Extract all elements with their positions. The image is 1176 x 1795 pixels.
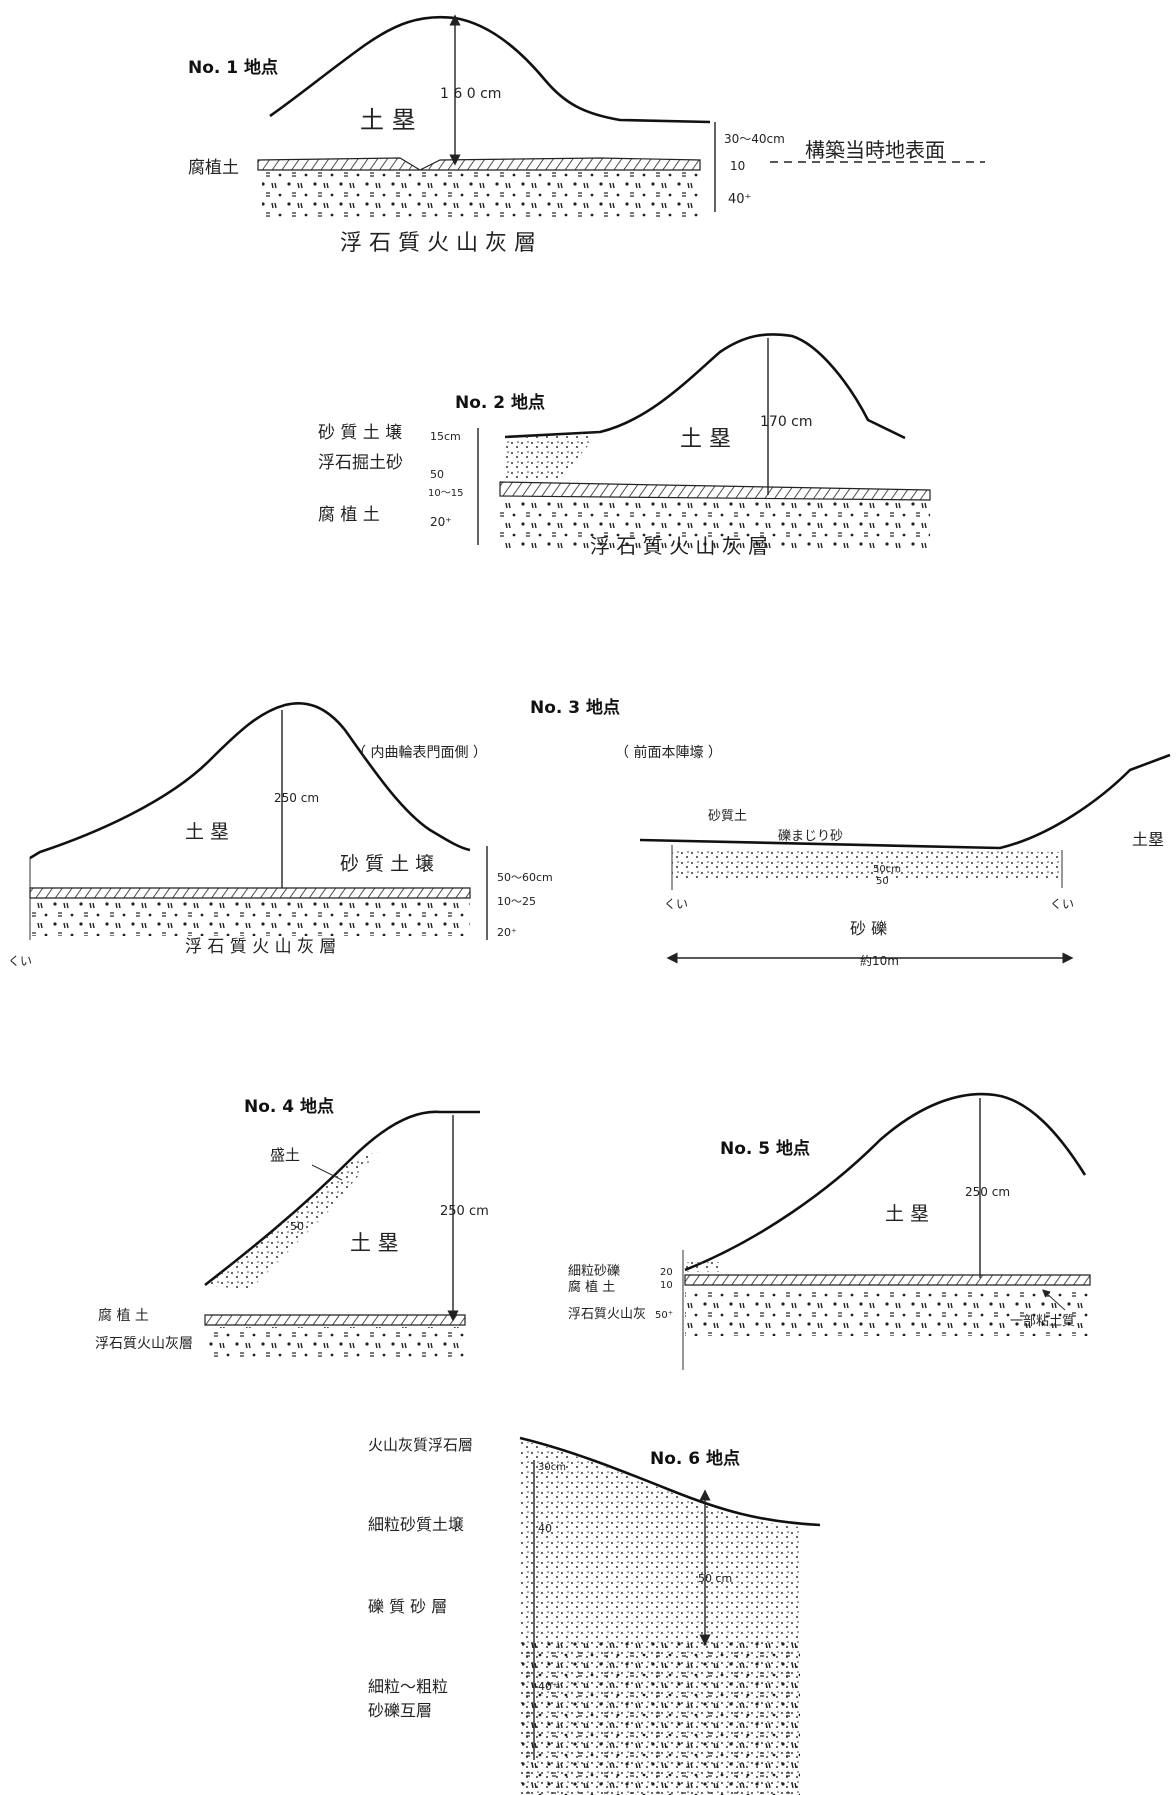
- site2-layer3: 腐 植 土: [318, 505, 380, 525]
- site3-depth3: 20⁺: [497, 926, 517, 939]
- site2-humus-layer: [499, 481, 931, 501]
- site2-layer1: 砂 質 土 壌: [318, 423, 402, 443]
- site5-layer1: 細粒砂礫: [568, 1263, 620, 1279]
- site2-pumice-fill: [505, 432, 600, 480]
- site4-fill-pointer: [311, 1164, 343, 1181]
- site3-depth1: 50～60cm: [497, 871, 553, 884]
- site3-subtitle-right: （ 前面本陣壕 ）: [615, 744, 722, 761]
- site6-title: No. 6 地点: [650, 1448, 740, 1469]
- site6-depth1: 30cm: [538, 1462, 566, 1473]
- site3-profile: No. 3 地点 くい 250 cm 土 塁 砂 質 土 壌 50～60cm 1…: [8, 697, 1171, 968]
- site4-title: No. 4 地点: [244, 1096, 334, 1117]
- site5-gravel-layer: [685, 1262, 720, 1272]
- site4-humus-layer: [204, 1314, 466, 1326]
- site1-ash-layer: [262, 172, 702, 222]
- site3-title: No. 3 地点: [530, 697, 620, 718]
- site5-depth2: 10: [660, 1280, 673, 1291]
- site5-depth3: 50⁺: [655, 1310, 673, 1321]
- site4-ash-layer: [205, 1327, 465, 1362]
- site4-humus-label: 腐 植 土: [98, 1307, 149, 1324]
- site3-gravel-label: 砂 礫: [850, 919, 887, 938]
- site5-title: No. 5 地点: [720, 1138, 810, 1159]
- site3-sandy2-label: 砂質土: [708, 809, 747, 824]
- site2-mound-outline: [504, 333, 906, 440]
- site5-mound-label: 土 塁: [885, 1203, 929, 1225]
- site1-title: No. 1 地点: [188, 57, 278, 78]
- site3-mound-label: 土 塁: [185, 821, 229, 843]
- site4-profile: No. 4 地点 盛土 50 250 cm 土 塁 腐 植 土 浮石質火山灰層: [95, 1096, 489, 1362]
- site5-profile: No. 5 地点 250 cm 土 塁 細粒砂礫 腐 植 土 浮石質火山灰 20…: [568, 1092, 1091, 1370]
- site6-layer4a: 細粒～粗粒: [368, 1677, 448, 1696]
- site2-height: 170 cm: [760, 414, 813, 430]
- site2-ash-layer: [500, 500, 930, 548]
- site4-fill-layer: [205, 1152, 378, 1290]
- site6-layer2: 細粒砂質土壌: [368, 1515, 464, 1534]
- site5-layer3: 浮石質火山灰: [568, 1307, 646, 1322]
- site4-ash-label: 浮石質火山灰層: [95, 1336, 193, 1352]
- site1-humus: 腐植土: [188, 158, 239, 178]
- site4-fill-label: 盛土: [270, 1146, 300, 1164]
- site5-humus-layer: [684, 1274, 1091, 1286]
- site3-depth5: 50: [876, 876, 889, 887]
- site1-humus-layer: [257, 157, 701, 171]
- site5-height: 250 cm: [965, 1185, 1010, 1199]
- site6-layer1: 火山灰質浮石層: [368, 1436, 473, 1454]
- site1-depth3: 40⁺: [728, 192, 751, 207]
- site1-mound-outline: [269, 15, 711, 124]
- site3-ash-label: 浮 石 質 火 山 灰 層: [185, 937, 336, 957]
- site2-depth3: 10～15: [428, 488, 463, 499]
- site3-humus-layer: [29, 887, 471, 899]
- site6-depth4: 40⁺: [538, 1680, 558, 1693]
- site6-layer3: 礫 質 砂 層: [368, 1597, 447, 1616]
- site6-layer4b: 砂礫互層: [368, 1701, 432, 1720]
- site3-gravel-layer: [672, 848, 1060, 880]
- site3-width: 約10m: [860, 953, 899, 968]
- site4-depth1: 50: [290, 1220, 304, 1233]
- site2-depth4: 20⁺: [430, 515, 452, 529]
- site3-sandy-label: 砂 質 土 壌: [340, 853, 434, 875]
- site5-mound-outline: [684, 1092, 1087, 1272]
- site6-depth2: 40: [538, 1522, 552, 1535]
- site1-depth2: 10: [730, 159, 745, 173]
- site3-ash-layer: [30, 900, 470, 936]
- site2-layer2: 浮石掘土砂: [318, 453, 403, 473]
- site3-depth2: 10～25: [497, 895, 536, 908]
- site5-part-label: 一部粘土質: [1010, 1314, 1075, 1329]
- site5-layer2: 腐 植 土: [568, 1280, 615, 1295]
- site2-ash-label: 浮 石 質 火 山 灰 層: [590, 534, 768, 558]
- site5-part-pointer: [1042, 1289, 1066, 1311]
- site3-mound2-label: 土塁: [1132, 830, 1164, 849]
- site3-kui-right: くい: [1050, 897, 1074, 911]
- site2-depth2: 50: [430, 468, 444, 481]
- site3-kui-mid: くい: [664, 897, 688, 911]
- site1-ash-label: 浮 石 質 火 山 灰 層: [340, 231, 536, 256]
- site1-depth1: 30～40cm: [724, 132, 785, 146]
- site1-profile: No. 1 地点 1 6 0 cm 土 塁 腐植土 30～40cm 10 40⁺…: [188, 14, 985, 256]
- site3-mound-outline: [29, 701, 471, 860]
- site3-height: 250 cm: [274, 791, 319, 805]
- site3-gravelsand-label: 礫まじり砂: [778, 828, 843, 844]
- site4-height: 250 cm: [440, 1204, 489, 1219]
- site3-kui-left: くい: [8, 954, 32, 968]
- site6-profile: No. 6 地点 30cm 40 50 cm 40⁺ 火山灰質浮石層 細粒砂質土…: [368, 1436, 821, 1795]
- site3-subtitle-left: （ 内曲輪表門面側 ）: [352, 744, 487, 761]
- site5-depth1: 20: [660, 1267, 673, 1278]
- site4-mound-label: 土 塁: [350, 1231, 399, 1255]
- site1-height: 1 6 0 cm: [440, 86, 501, 102]
- site5-ash-layer: [685, 1288, 1090, 1336]
- site1-surface-label: 構築当時地表面: [805, 138, 945, 162]
- site3-depth4: 50cm: [873, 864, 901, 875]
- site2-profile: No. 2 地点 170 cm 土 塁 砂 質 土 壌 浮石掘土砂 腐 植 土 …: [318, 333, 931, 558]
- site2-depth1: 15cm: [430, 430, 461, 443]
- site6-surface-outline: [519, 1436, 821, 1527]
- site2-mound-label: 土 塁: [680, 427, 731, 452]
- site2-title: No. 2 地点: [455, 392, 545, 413]
- site6-depth3: 50 cm: [698, 1572, 732, 1585]
- site3-moat-outline: [639, 753, 1171, 850]
- site6-gravel-layer: [522, 1640, 800, 1795]
- site1-mound-label: 土 塁: [360, 106, 416, 134]
